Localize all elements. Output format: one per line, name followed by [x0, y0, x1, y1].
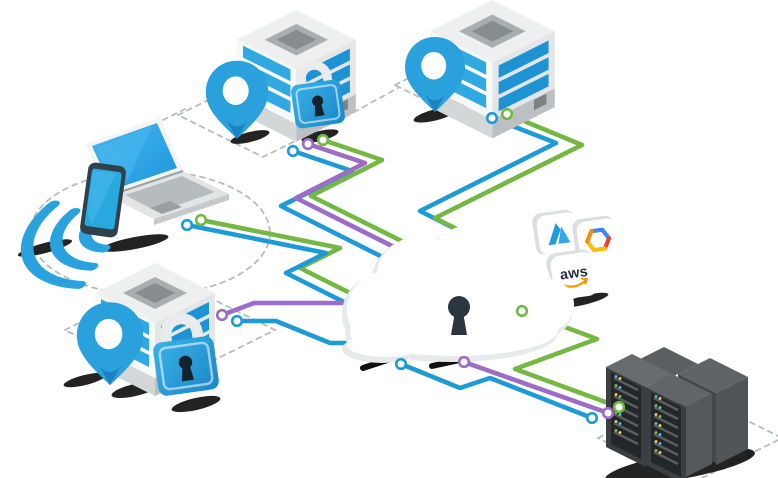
dashed-connector: [162, 108, 186, 121]
google-cloud-logo: [585, 227, 612, 253]
connection-endpoint-blue-6: [180, 218, 194, 232]
azure-tile: [532, 209, 580, 256]
connection-endpoint-green-5: [194, 213, 208, 227]
connection-endpoint-purple-7: [215, 308, 229, 322]
connection-endpoint-purple-1: [301, 137, 315, 151]
secure-cloud: [342, 226, 574, 363]
client-device-group: [20, 117, 229, 289]
google-cloud-tile: [572, 215, 620, 262]
connection-line-purple-10: [461, 359, 611, 416]
connection-endpoint-blue-8: [230, 314, 244, 328]
connection-endpoint-green-2: [316, 133, 330, 147]
connection-endpoint-blue-3: [485, 111, 499, 125]
connection-endpoint-blue-0: [286, 144, 300, 158]
connection-line-green-2: [308, 137, 479, 281]
server-node-top-left: [205, 10, 356, 142]
keyhole-icon: [448, 296, 470, 335]
connection-endpoint-purple-13: [601, 406, 615, 420]
connection-endpoints: [180, 107, 626, 425]
connection-endpoint-green-14: [612, 400, 626, 414]
connection-endpoint-green-4: [500, 107, 514, 121]
connection-endpoint-blue-12: [585, 411, 599, 425]
rack-led-lights: [654, 395, 662, 454]
server-rack: [606, 347, 748, 478]
connection-line-blue-9: [398, 361, 595, 421]
smartphone: [80, 162, 126, 238]
azure-logo: [548, 223, 571, 246]
connection-endpoint-blue-9: [394, 357, 408, 371]
connection-line-purple-1: [293, 141, 465, 284]
connection-endpoint-purple-10: [457, 355, 471, 369]
connection-endpoint-green-11: [515, 304, 529, 318]
location-pin-icon: [205, 60, 269, 139]
